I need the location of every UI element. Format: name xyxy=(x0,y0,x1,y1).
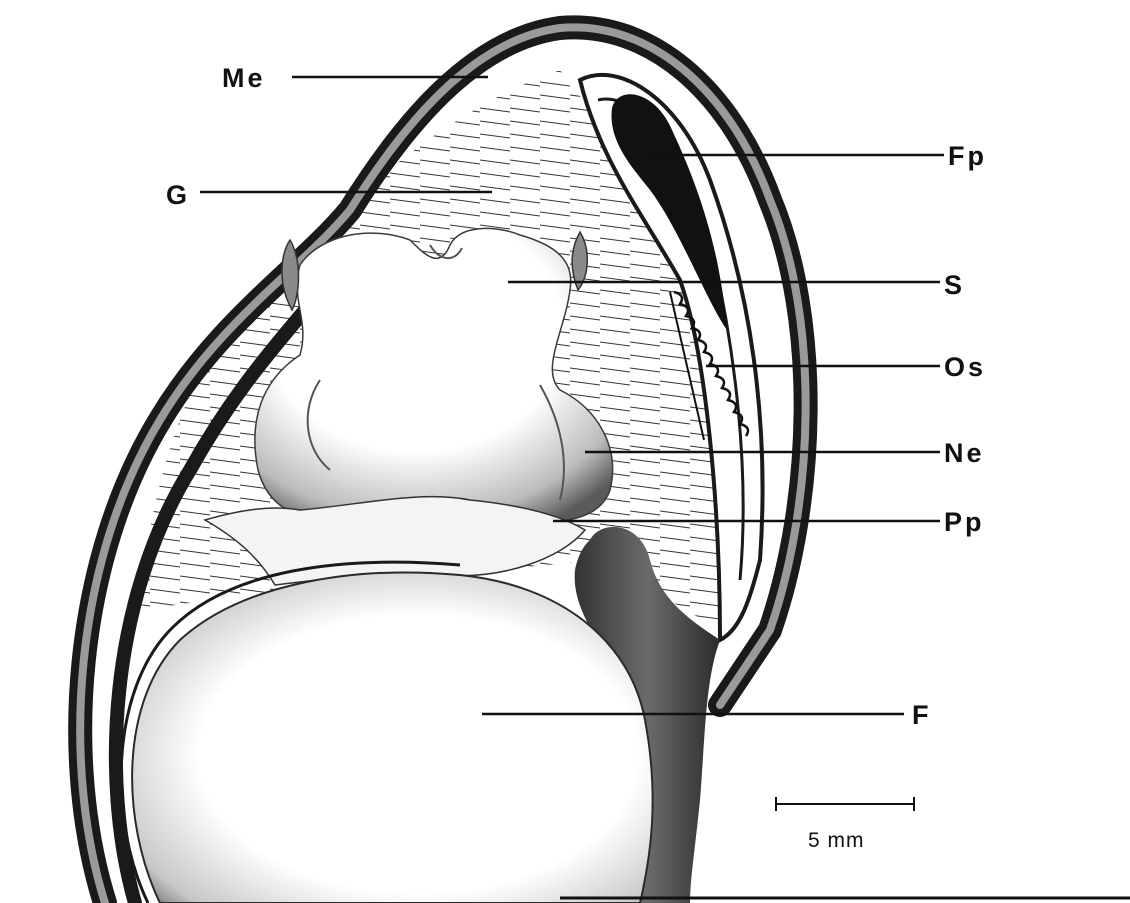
label-pp: Pp xyxy=(944,507,985,537)
label-fp: Fp xyxy=(948,141,987,171)
label-me: Me xyxy=(222,63,266,93)
label-g: G xyxy=(166,180,190,210)
label-ne: Ne xyxy=(944,438,985,468)
foot-shape xyxy=(132,573,653,903)
scale-bar-text: 5 mm xyxy=(808,829,865,852)
label-s: S xyxy=(944,270,965,300)
label-os: Os xyxy=(944,352,986,382)
label-f: F xyxy=(912,700,932,730)
